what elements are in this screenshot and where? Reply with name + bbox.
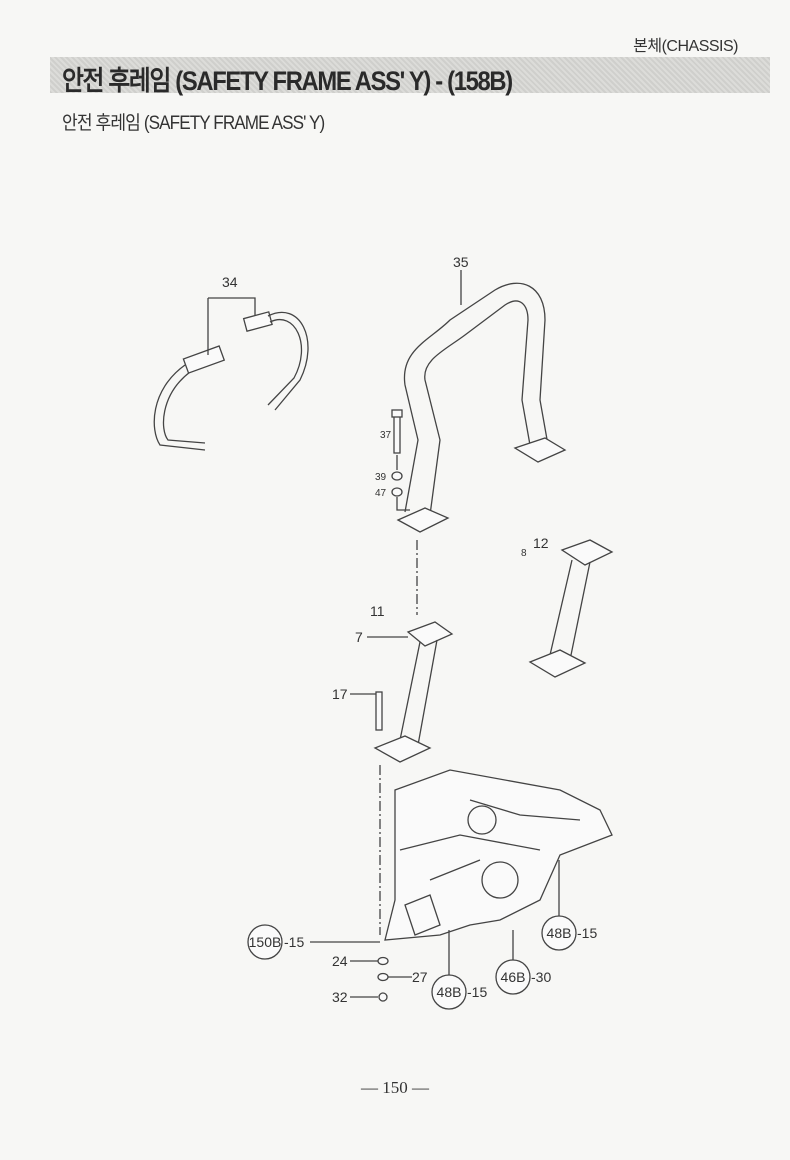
title-bar: 안전 후레임 (SAFETY FRAME ASS' Y) - (158B) <box>50 57 770 96</box>
ref-qty: -15 <box>467 984 487 1000</box>
ref-code: 48B <box>547 925 572 941</box>
seat-belt-drawing <box>153 297 309 451</box>
ref-150B: 150B -15 <box>247 924 304 960</box>
ref-code: 150B <box>249 934 282 950</box>
ref-code: 46B <box>501 969 526 985</box>
ref-48B-right: 48B -15 <box>541 915 597 951</box>
ref-46B: 46B -30 <box>495 959 551 995</box>
callout-7: 7 <box>355 629 363 645</box>
page-title: 안전 후레임 (SAFETY FRAME ASS' Y) - (158B) <box>62 66 513 96</box>
transmission-housing-drawing <box>384 769 613 941</box>
leader-lines <box>310 636 560 1002</box>
callout-11: 11 <box>370 603 385 619</box>
callout-39: 39 <box>375 472 387 483</box>
callout-27: 27 <box>412 969 428 985</box>
callout-17: 17 <box>332 686 348 702</box>
ref-qty: -30 <box>531 969 551 985</box>
section-label: 본체(CHASSIS) <box>633 38 738 55</box>
safety-frame-drawing <box>396 270 567 533</box>
callout-47: 47 <box>375 488 387 499</box>
left-bracket-drawing <box>373 621 454 935</box>
right-bracket-drawing <box>528 539 614 678</box>
callout-12: 12 <box>533 535 549 551</box>
ref-code: 48B <box>437 984 462 1000</box>
callout-37: 37 <box>380 430 392 441</box>
page-number: — 150 — <box>361 1078 429 1097</box>
callout-32: 32 <box>332 989 348 1005</box>
callout-24: 24 <box>332 953 348 969</box>
diagram-subtitle: 안전 후레임 (SAFETY FRAME ASS' Y) <box>62 113 325 134</box>
bolt-and-washers <box>391 409 418 615</box>
callout-34: 34 <box>222 274 238 290</box>
ref-qty: -15 <box>577 925 597 941</box>
callout-8: 8 <box>521 548 527 559</box>
callout-35: 35 <box>453 254 469 270</box>
ref-48B-lower: 48B -15 <box>431 974 487 1010</box>
ref-qty: -15 <box>284 934 304 950</box>
